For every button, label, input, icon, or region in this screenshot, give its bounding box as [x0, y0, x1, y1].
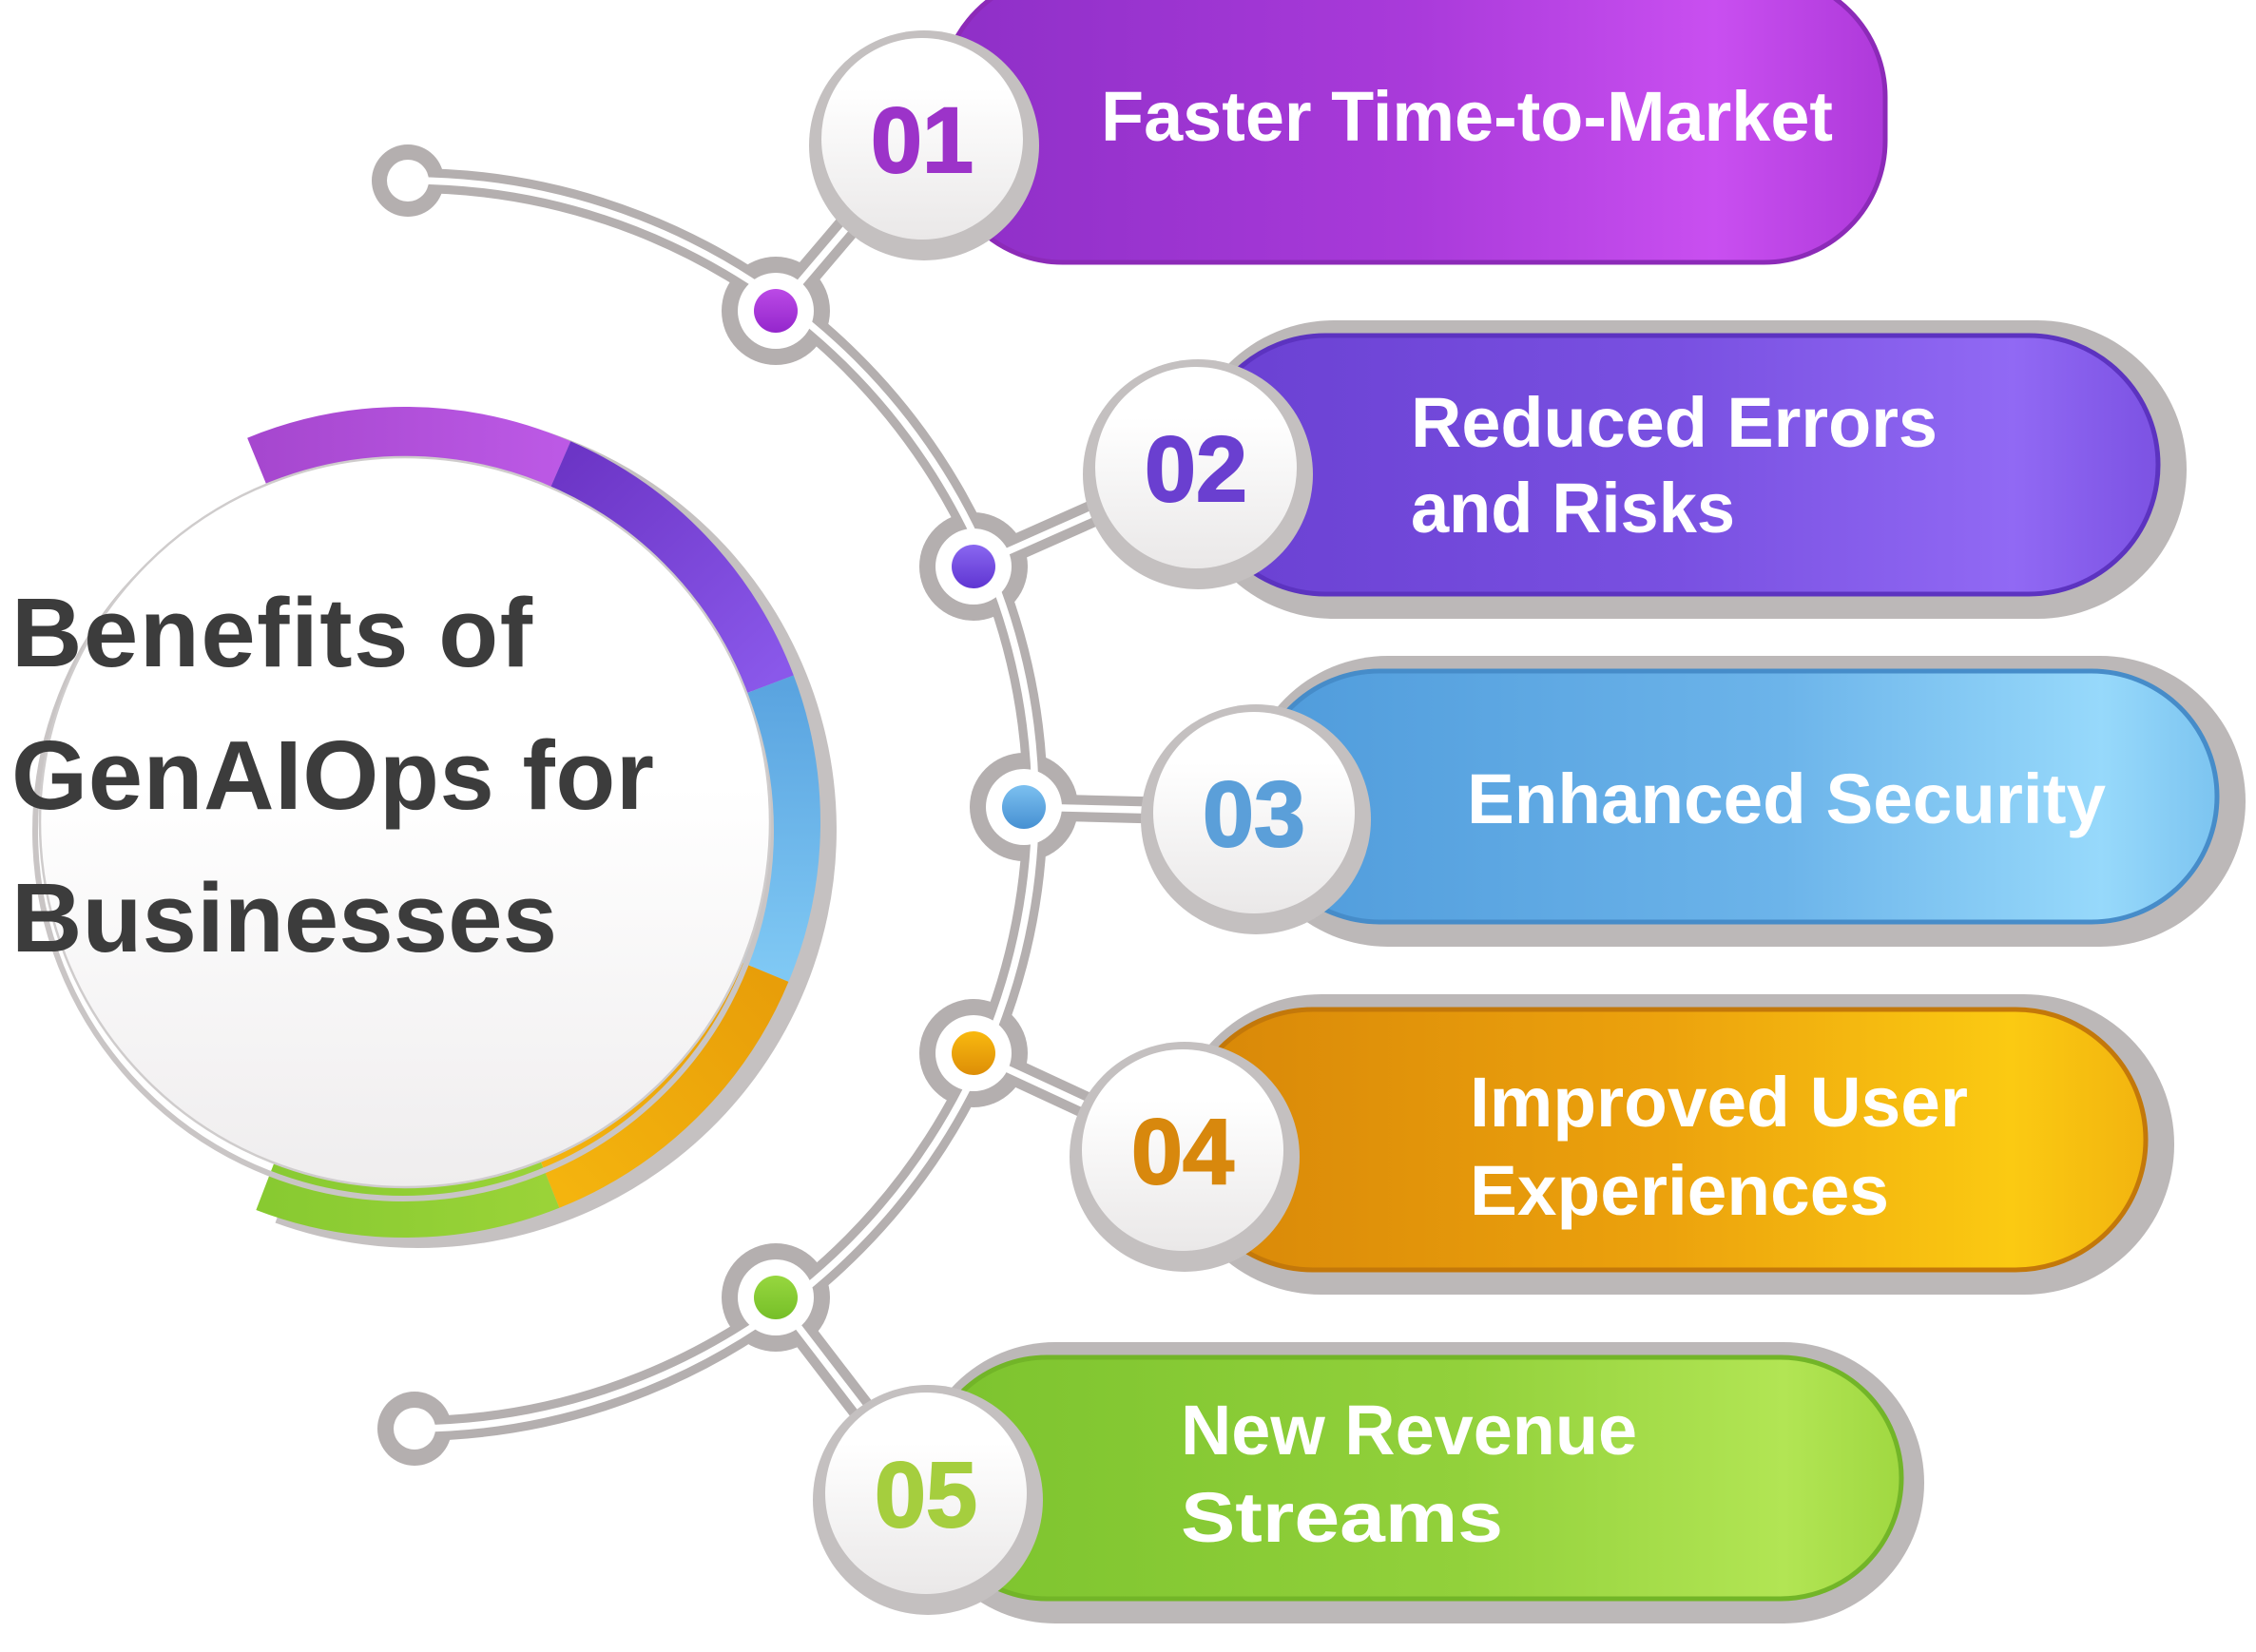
svg-text:01: 01 [871, 88, 974, 192]
svg-text:05: 05 [875, 1443, 977, 1546]
svg-text:Streams: Streams [1181, 1478, 1503, 1557]
svg-text:Experiences: Experiences [1470, 1151, 1889, 1230]
svg-text:New Revenue: New Revenue [1181, 1391, 1637, 1470]
svg-text:and Risks: and Risks [1411, 469, 1735, 547]
svg-text:Improved User: Improved User [1470, 1063, 1968, 1142]
svg-text:Faster Time-to-Market: Faster Time-to-Market [1101, 77, 1833, 156]
svg-text:02: 02 [1145, 417, 1247, 521]
svg-text:03: 03 [1203, 762, 1305, 866]
svg-text:04: 04 [1131, 1100, 1234, 1203]
svg-text:Enhanced Security: Enhanced Security [1467, 759, 2106, 838]
svg-text:Reduced Errors: Reduced Errors [1411, 383, 1938, 462]
